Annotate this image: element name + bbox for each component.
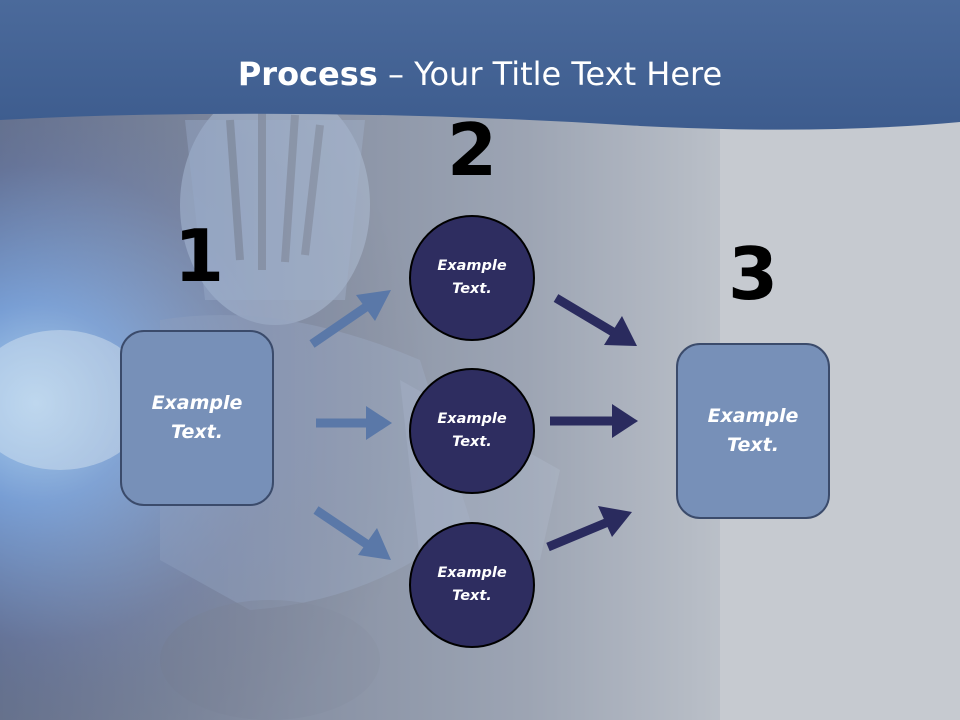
header-band [0,0,960,130]
box-right-line2: Text. [727,434,779,456]
box-left-line1: Example [151,392,243,414]
circle-bottom-line1: Example [437,565,507,581]
arrow-to-circle-top [309,290,391,348]
arrow-to-circle-bottom [313,506,391,560]
step-number-1: 1 [173,214,225,298]
box-right-line1: Example [707,405,799,427]
step-number-3: 3 [727,232,779,316]
arrow-to-circle-middle [316,406,392,440]
title-bold: Process [237,55,378,93]
process-box-left: Example Text. [120,330,274,506]
arrow-from-circle-bottom [546,506,632,552]
process-circle-bottom: Example Text. [409,522,535,648]
process-circle-top: Example Text. [409,215,535,341]
circle-middle-line1: Example [437,411,507,427]
arrow-from-circle-top [553,294,637,346]
circle-top-line2: Text. [452,281,492,297]
title-rest: – Your Title Text Here [377,55,723,93]
circle-bottom-line2: Text. [452,588,492,604]
circle-top-line1: Example [437,258,507,274]
box-left-line2: Text. [171,421,223,443]
step-number-2: 2 [446,108,498,192]
circle-middle-line2: Text. [452,434,492,450]
slide-title: Process – Your Title Text Here [0,52,960,96]
arrow-from-circle-middle [550,404,638,438]
process-circle-middle: Example Text. [409,368,535,494]
process-box-right: Example Text. [676,343,830,519]
